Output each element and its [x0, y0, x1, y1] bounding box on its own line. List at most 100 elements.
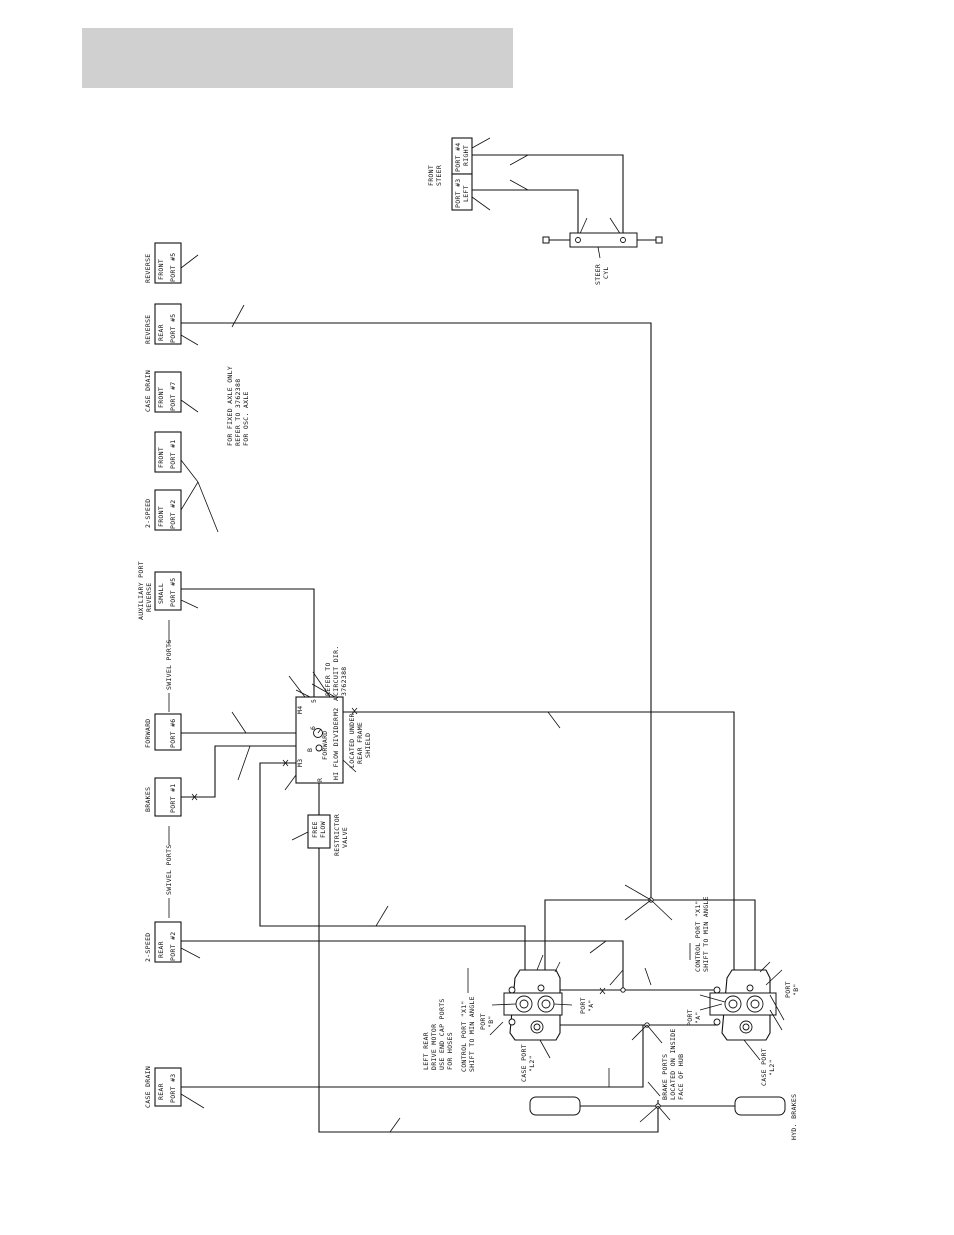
- steer-port-4: PORT #4: [454, 143, 462, 173]
- port-b-right-line1: PORT: [784, 981, 792, 998]
- port-a-left-line1: PORT: [579, 997, 587, 1014]
- flow-divider-port-r: R: [316, 778, 324, 782]
- left-drive-motor: [467, 954, 573, 1059]
- flow-divider-m4: M4: [296, 706, 304, 714]
- refer-circuit-note: REFER TO CIRCUIT DIR. 3762388: [324, 645, 348, 696]
- front-steer: FRONT STEER PORT #4 RIGHT PORT #3 LEFT: [427, 137, 491, 211]
- flow-divider-m3: M3: [296, 759, 304, 767]
- port-brakes-1-line1: BRAKES: [144, 787, 152, 812]
- port-case-drain-front-line3: PORT #7: [169, 382, 177, 412]
- flow-divider-note-2: REAR FRAME: [356, 722, 364, 764]
- port-reverse-rear: REVERSE REAR PORT #5: [144, 303, 199, 346]
- port-front-1-line1: FRONT: [157, 447, 165, 468]
- port-front-1-line2: PORT #1: [169, 440, 177, 470]
- control-port-left-line2: SHIFT TO MIN ANGLE: [468, 996, 476, 1072]
- flow-divider-title-1: FORWARD: [321, 731, 329, 761]
- control-port-right-line2: SHIFT TO MIN ANGLE: [702, 896, 710, 972]
- case-port-right-line1: CASE PORT: [760, 1048, 768, 1086]
- flow-divider-note-3: SHIELD: [364, 733, 372, 758]
- port-brakes-1: BRAKES PORT #1: [144, 777, 182, 817]
- port-2-speed-rear-line3: PORT #2: [169, 932, 177, 962]
- port-a-right-line2: "A": [694, 1011, 702, 1024]
- port-reverse-front: REVERSE FRONT PORT #5: [144, 242, 199, 284]
- right-motor-labels: CONTROL PORT "X1" SHIFT TO MIN ANGLE POR…: [686, 896, 800, 1086]
- steer-port-right: RIGHT: [462, 145, 470, 166]
- flow-divider-port-6: 6: [309, 726, 317, 730]
- port-case-drain-front-line2: FRONT: [157, 387, 165, 408]
- left-motor-labels: LEFT REAR DRIVE MOTOR USE END CAP PORTS …: [422, 996, 595, 1082]
- case-port-left-line1: CASE PORT: [520, 1044, 528, 1082]
- restrictor-flow: FLOW: [319, 821, 327, 838]
- port-case-drain-rear-line3: PORT #3: [169, 1074, 177, 1104]
- port-reverse-front-line1: REVERSE: [144, 254, 152, 284]
- port-a-right-line1: PORT: [686, 1009, 694, 1026]
- control-port-left-line1: CONTROL PORT "X1": [460, 1000, 468, 1072]
- hyd-brakes-label: HYD. BRAKES: [790, 1094, 798, 1140]
- case-port-right-line2: "L2": [768, 1059, 776, 1076]
- brake-ports-note: BRAKE PORTS LOCATED ON INSIDE FACE OF HU…: [661, 1028, 685, 1100]
- port-a-left-line2: "A": [587, 999, 595, 1012]
- port-2-speed-front-line3: PORT #2: [169, 500, 177, 530]
- restrictor-valve: FREE FLOW RESTRICTOR VALVE: [291, 814, 349, 856]
- port-reverse-front-line3: PORT #5: [169, 253, 177, 283]
- port-case-drain-rear-line2: REAR: [157, 1083, 165, 1100]
- steer-cyl-line2: CYL: [602, 266, 610, 279]
- brake-ports-line1: BRAKE PORTS: [661, 1054, 669, 1100]
- port-aux-small-line4: PORT #5: [169, 578, 177, 608]
- flow-divider: M4 M3 M2 5 6 A B R FORWARD HI FLOW DIVID…: [284, 671, 372, 791]
- restrictor-label-2: VALVE: [341, 827, 349, 848]
- front-steer-line1: FRONT: [427, 165, 435, 186]
- restrictor-free: FREE: [311, 821, 319, 838]
- right-drive-motor: [689, 943, 785, 1061]
- flow-divider-note-1: LOCATED UNDER: [348, 713, 356, 768]
- port-case-drain-front-line1: CASE DRAIN: [144, 370, 152, 412]
- left-rear-line3: USE END CAP PORTS: [438, 998, 446, 1070]
- refer-circuit-line2: CIRCUIT DIR.: [332, 645, 340, 696]
- swivel-ports-bottom: SWIVEL PORTS: [165, 826, 173, 918]
- flow-divider-port-5: 5: [310, 699, 318, 703]
- flow-divider-port-a: A: [332, 697, 340, 701]
- port-b-left-line1: PORT: [479, 1013, 487, 1030]
- port-b-right-line2: "B": [792, 983, 800, 996]
- note-fixed-axle-line2: REFER TO 3762388: [234, 379, 242, 446]
- flow-divider-port-b: B: [306, 748, 314, 752]
- steer-cylinder: STEER CYL: [542, 232, 663, 285]
- port-reverse-rear-line2: REAR: [157, 324, 165, 341]
- hyd-brakes: HYD. BRAKES: [529, 1094, 798, 1140]
- port-aux-small-line3: SMALL: [157, 583, 165, 604]
- port-forward-6-line2: PORT #6: [169, 719, 177, 749]
- port-reverse-front-line2: FRONT: [157, 259, 165, 280]
- steer-port-3: PORT #3: [454, 179, 462, 209]
- left-rear-line1: LEFT REAR: [422, 1032, 430, 1070]
- refer-circuit-line1: REFER TO: [324, 662, 332, 696]
- hydraulic-lines: [181, 154, 756, 1133]
- refer-circuit-line3: 3762388: [340, 667, 348, 697]
- port-reverse-rear-line3: PORT #5: [169, 314, 177, 344]
- port-b-left-line2: "B": [487, 1015, 495, 1028]
- port-forward-6-line1: FORWARD: [144, 719, 152, 749]
- port-reverse-rear-line1: REVERSE: [144, 315, 152, 345]
- header-band: [82, 28, 513, 88]
- port-case-drain-rear-line1: CASE DRAIN: [144, 1066, 152, 1108]
- control-port-right-line1: CONTROL PORT "X1": [694, 900, 702, 972]
- port-aux-small: AUXILIARY PORT REVERSE SMALL PORT #5: [137, 561, 199, 620]
- brake-ports-line2: LOCATED ON INSIDE: [669, 1028, 677, 1100]
- port-2-speed-rear-line2: REAR: [157, 941, 165, 958]
- port-2-speed-front-line1: 2-SPEED: [144, 499, 152, 529]
- left-rear-line4: FOR HOSES: [446, 1032, 454, 1070]
- case-port-left-line2: "L2": [528, 1055, 536, 1072]
- left-rear-line2: DRIVE MOTOR: [430, 1024, 438, 1070]
- port-aux-small-line2: REVERSE: [145, 583, 153, 613]
- note-fixed-axle-line1: FOR FIXED AXLE ONLY: [226, 366, 234, 446]
- port-forward-6: FORWARD PORT #6: [144, 713, 182, 751]
- port-2-speed-front-line2: FRONT: [157, 506, 165, 527]
- port-case-drain-front: CASE DRAIN FRONT PORT #7: [144, 370, 199, 413]
- steer-cyl-line1: STEER: [594, 264, 602, 285]
- port-brakes-1-line2: PORT #1: [169, 784, 177, 814]
- port-2-speed-rear: 2-SPEED REAR PORT #2: [144, 921, 201, 963]
- flow-divider-title-2: HI FLOW DIVIDER: [332, 717, 340, 780]
- port-front-1: FRONT PORT #1: [154, 431, 199, 483]
- steer-port-left: LEFT: [462, 185, 470, 202]
- brake-ports-line3: FACE OF HUB: [677, 1054, 685, 1100]
